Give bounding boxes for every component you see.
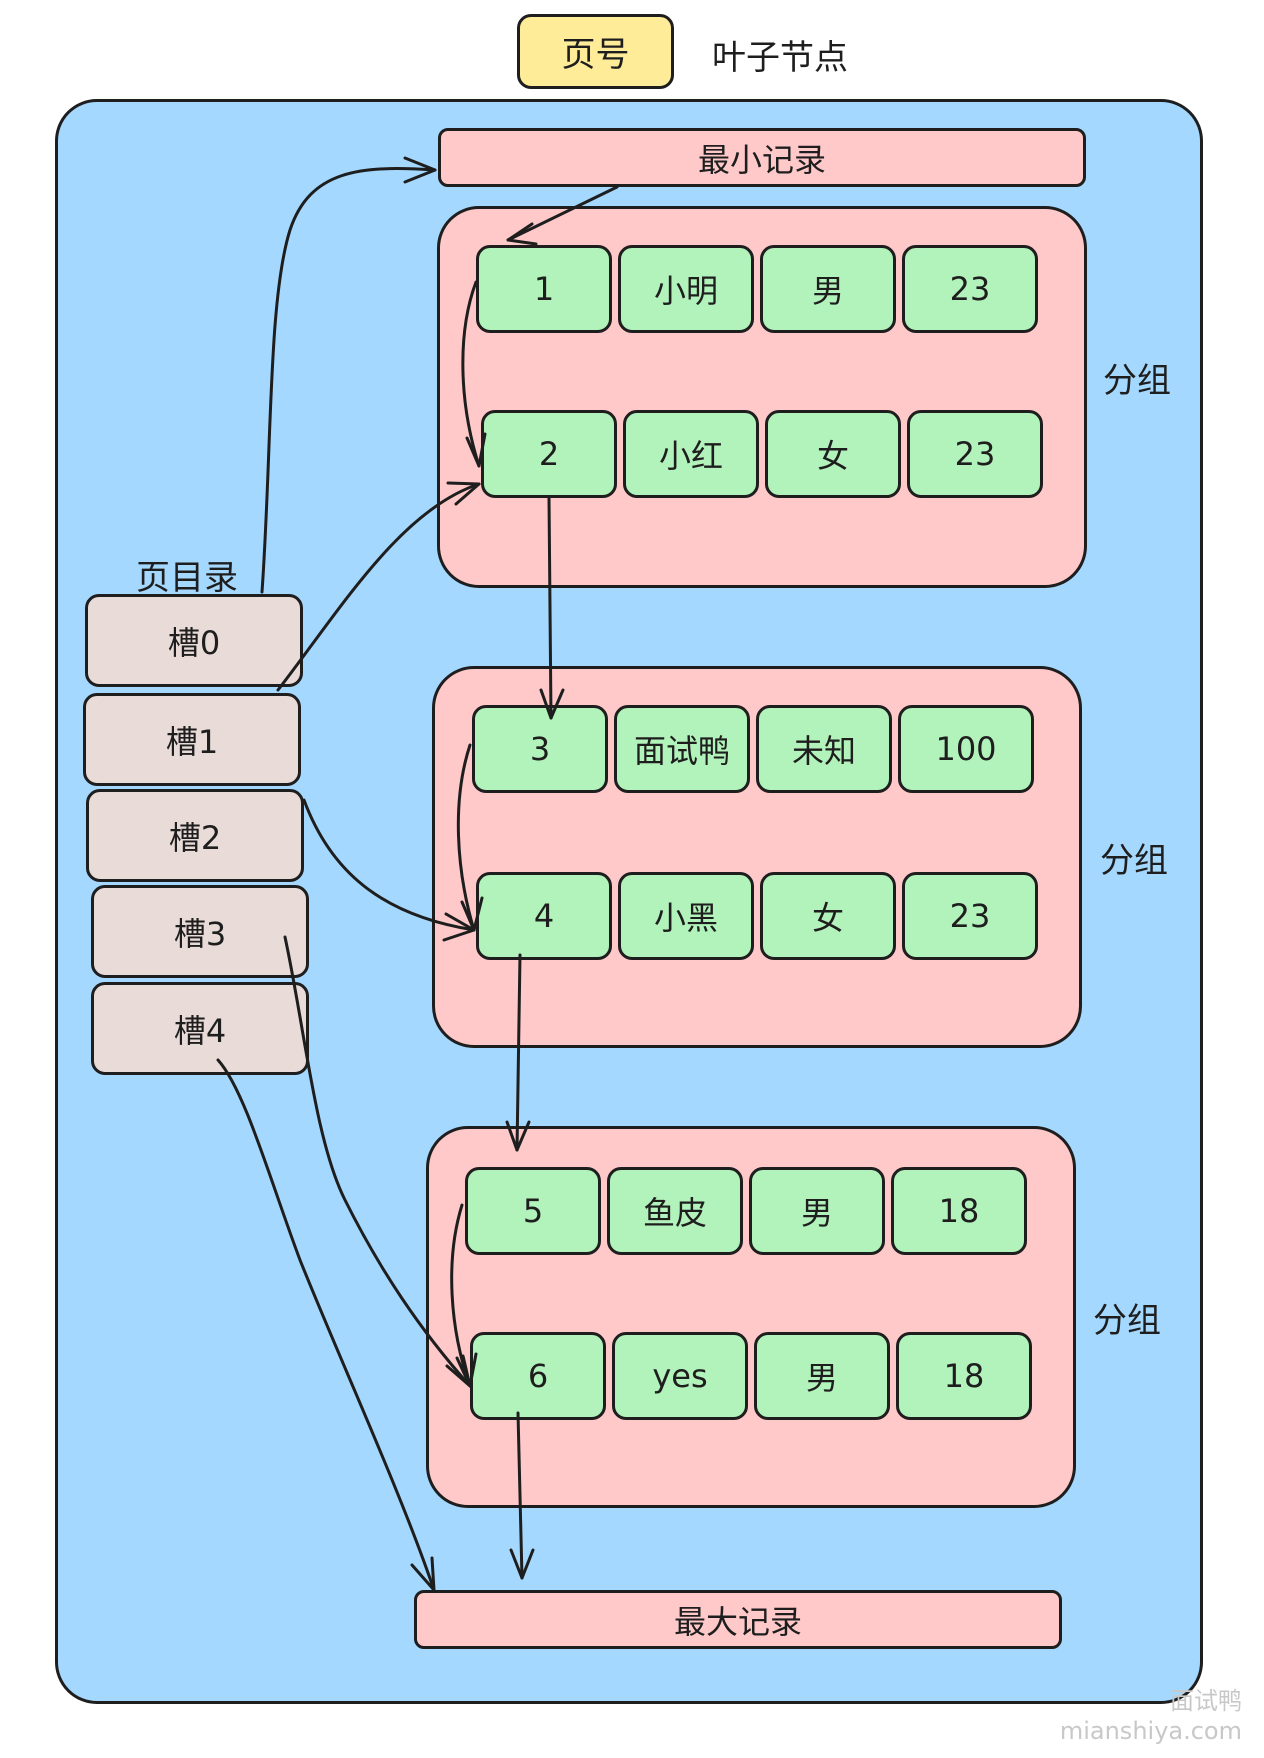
record-cell-gender: 未知: [756, 705, 892, 793]
page-directory-label: 页目录: [136, 558, 238, 598]
record-cell-id: 3: [472, 705, 608, 793]
max-record: 最大记录: [414, 1590, 1062, 1649]
watermark-name: 面试鸭: [1170, 1687, 1242, 1715]
record-cell-gender: 男: [760, 245, 896, 333]
directory-slot-4: 槽4: [91, 982, 309, 1075]
record-cell-name: 小明: [618, 245, 754, 333]
directory-slot-1: 槽1: [83, 693, 301, 786]
record-cell-gender: 男: [749, 1167, 885, 1255]
watermark-site: mianshiya.com: [1059, 1717, 1242, 1745]
leaf-node-label: 叶子节点: [712, 38, 848, 78]
page-number-box: 页号: [517, 14, 674, 89]
directory-slot-3: 槽3: [91, 885, 309, 978]
record-cell-id: 6: [470, 1332, 606, 1420]
group-label-1: 分组: [1103, 361, 1171, 401]
record-cell-gender: 男: [754, 1332, 890, 1420]
record-cell-name: 鱼皮: [607, 1167, 743, 1255]
directory-slot-2: 槽2: [86, 789, 304, 882]
record-cell-name: 小红: [623, 410, 759, 498]
record-cell-id: 4: [476, 872, 612, 960]
group-label-3: 分组: [1093, 1301, 1161, 1341]
group-label-2: 分组: [1100, 841, 1168, 881]
record-cell-age: 18: [891, 1167, 1027, 1255]
record-cell-gender: 女: [760, 872, 896, 960]
record-cell-gender: 女: [765, 410, 901, 498]
record-cell-name: 面试鸭: [614, 705, 750, 793]
record-cell-age: 18: [896, 1332, 1032, 1420]
watermark: 面试鸭 mianshiya.com: [1060, 1686, 1242, 1746]
directory-slot-0: 槽0: [85, 594, 303, 687]
record-cell-age: 23: [907, 410, 1043, 498]
record-cell-id: 5: [465, 1167, 601, 1255]
record-cell-age: 100: [898, 705, 1034, 793]
record-cell-age: 23: [902, 245, 1038, 333]
min-record: 最小记录: [438, 128, 1086, 187]
record-cell-name: 小黑: [618, 872, 754, 960]
record-cell-id: 1: [476, 245, 612, 333]
record-cell-age: 23: [902, 872, 1038, 960]
record-cell-id: 2: [481, 410, 617, 498]
record-cell-name: yes: [612, 1332, 748, 1420]
